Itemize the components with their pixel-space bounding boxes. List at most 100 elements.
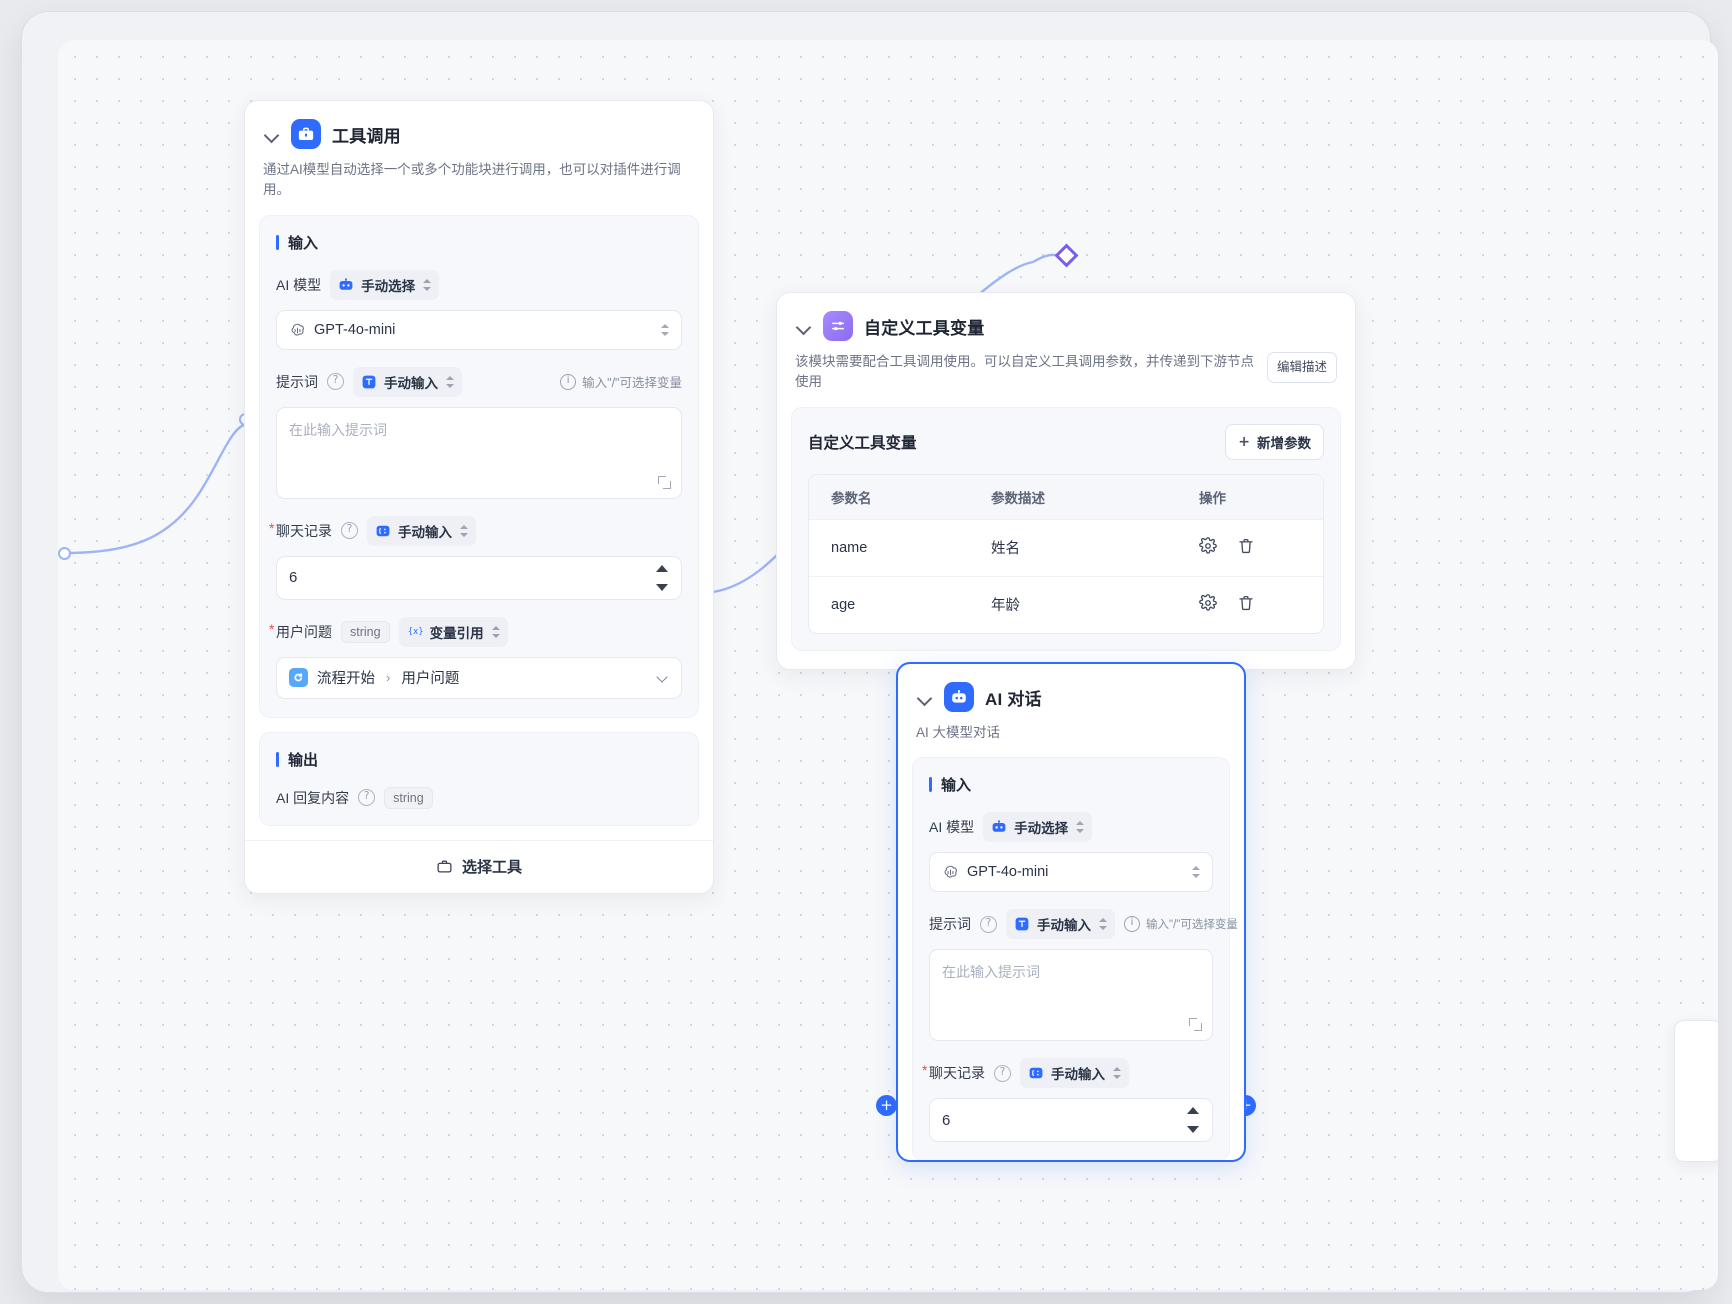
node-custom-tool-var-title: 自定义工具变量 (864, 318, 985, 338)
device-bezel: + + 工具调用 (22, 12, 1718, 1292)
field-prompt: 提示词 ? 手动输入 i 输入"/"可选择变量 (929, 909, 1238, 940)
text-input-icon (1014, 916, 1030, 932)
help-icon[interactable]: ? (341, 522, 358, 539)
node-tool-call-title: 工具调用 (332, 126, 401, 146)
custom-tool-var-panel: 自定义工具变量 + 新增参数 参数名 参数描述 操作 (791, 406, 1341, 651)
node-tool-call[interactable]: 工具调用 通过AI模型自动选择一个或多个功能块进行调用，也可以对插件进行调用。 … (244, 100, 714, 894)
ai-model-label: AI 模型 (276, 276, 322, 293)
trash-icon[interactable] (1237, 537, 1255, 559)
ai-model-value: GPT-4o-mini (314, 321, 396, 338)
model-chevron-updown-icon[interactable] (660, 323, 669, 337)
chat-history-number-input[interactable]: 6 (929, 1098, 1213, 1143)
user-question-mode-label: 变量引用 (429, 625, 484, 641)
briefcase-icon (291, 119, 321, 149)
tool-call-input-section: 输入 AI 模型 手动选择 (259, 214, 699, 718)
help-icon[interactable]: ? (980, 915, 997, 933)
node-custom-tool-var-header: 自定义工具变量 该模块需要配合工具调用使用。可以自定义工具调用参数，并传递到下游… (777, 293, 1355, 393)
chat-history-number-input[interactable]: 6 (276, 555, 682, 600)
info-icon: i (560, 373, 577, 390)
node-ai-chat[interactable]: AI 对话 AI 大模型对话 输入 AI 模型 (896, 662, 1246, 1162)
prompt-textarea[interactable]: 在此输入提示词 (929, 949, 1213, 1042)
param-desc-cell: 姓名 (991, 541, 1020, 557)
column-header-actions: 操作 (1199, 490, 1226, 506)
ai-reply-type-tag: string (384, 786, 433, 809)
edit-description-button[interactable]: 编辑描述 (1266, 352, 1337, 383)
info-icon: i (1124, 916, 1140, 933)
param-panel-title: 自定义工具变量 (808, 434, 917, 452)
sliders-icon (823, 311, 853, 341)
prompt-label: 提示词 (276, 373, 318, 390)
plus-icon: + (1238, 433, 1250, 450)
tool-call-output-section: 输出 AI 回复内容 ? string (259, 731, 699, 826)
prompt-mode-pill[interactable]: 手动输入 (1006, 909, 1115, 940)
node-custom-tool-variable[interactable]: 自定义工具变量 该模块需要配合工具调用使用。可以自定义工具调用参数，并传递到下游… (776, 292, 1356, 670)
section-accent-bar (276, 234, 279, 250)
edge-port-canvas-left[interactable] (58, 547, 71, 560)
field-chat-history: 聊天记录 ? 手动输入 (922, 1058, 1213, 1089)
section-accent-bar (929, 777, 932, 793)
prompt-textarea[interactable]: 在此输入提示词 (276, 406, 682, 499)
openai-icon (289, 322, 305, 338)
expand-icon[interactable] (1189, 1018, 1202, 1032)
ai-model-select[interactable]: GPT-4o-mini (929, 852, 1213, 893)
ai-reply-label: AI 回复内容 (276, 789, 350, 806)
chevron-updown-icon (1075, 820, 1085, 834)
right-floating-panel[interactable] (1674, 1020, 1718, 1162)
ai-model-mode-pill[interactable]: 手动选择 (330, 269, 440, 300)
column-header-param-name: 参数名 (831, 490, 872, 506)
collapse-chevron-icon[interactable] (795, 318, 812, 335)
ai-model-select[interactable]: GPT-4o-mini (276, 309, 682, 350)
help-icon[interactable]: ? (327, 373, 344, 390)
output-field-ai-reply: AI 回复内容 ? string (276, 786, 682, 809)
add-node-left-button[interactable]: + (876, 1095, 897, 1116)
column-header-param-desc: 参数描述 (991, 490, 1045, 506)
number-input-icon (1028, 1065, 1044, 1081)
chat-history-label: 聊天记录 (269, 520, 332, 541)
user-question-ref-source: 流程开始 (317, 671, 375, 687)
model-chevron-updown-icon[interactable] (1191, 865, 1200, 879)
robot-face-icon (944, 682, 974, 712)
user-question-variable-select[interactable]: 流程开始 › 用户问题 (276, 656, 682, 699)
gear-icon[interactable] (1199, 593, 1217, 616)
node-ai-chat-header: AI 对话 AI 大模型对话 (898, 664, 1244, 743)
expand-icon[interactable] (658, 475, 671, 489)
chat-history-mode-pill[interactable]: 手动输入 (1020, 1058, 1129, 1089)
chat-history-value: 6 (289, 569, 298, 586)
robot-icon (991, 819, 1007, 835)
prompt-mode-pill[interactable]: 手动输入 (353, 366, 462, 397)
collapse-chevron-icon[interactable] (263, 126, 280, 143)
number-stepper[interactable] (1186, 1107, 1200, 1134)
prompt-mode-label: 手动输入 (1037, 918, 1091, 934)
number-stepper[interactable] (655, 564, 669, 591)
ai-model-label: AI 模型 (929, 819, 975, 836)
trash-icon[interactable] (1237, 594, 1255, 616)
help-icon[interactable]: ? (358, 789, 376, 806)
chevron-updown-icon (491, 625, 500, 639)
ai-chat-input-section: 输入 AI 模型 手动选择 (912, 757, 1238, 1160)
prompt-placeholder: 在此输入提示词 (942, 964, 1040, 981)
help-icon[interactable]: ? (994, 1064, 1011, 1082)
breadcrumb-separator-icon: › (386, 670, 391, 685)
number-input-icon (375, 523, 391, 539)
chat-history-mode-pill[interactable]: 手动输入 (367, 515, 476, 546)
field-user-question: 用户问题 string {x} 变量引用 (269, 616, 682, 647)
node-tool-call-description: 通过AI模型自动选择一个或多个功能块进行调用，也可以对插件进行调用。 (263, 162, 681, 198)
add-parameter-button[interactable]: + 新增参数 (1225, 423, 1324, 460)
select-tool-button[interactable]: 选择工具 (245, 839, 713, 893)
table-row[interactable]: age 年龄 (809, 575, 1323, 633)
ai-model-mode-pill[interactable]: 手动选择 (983, 812, 1093, 843)
table-row[interactable]: name 姓名 (809, 518, 1323, 576)
gear-icon[interactable] (1199, 536, 1217, 559)
chat-history-value: 6 (942, 1111, 951, 1129)
chat-history-label: 聊天记录 (922, 1062, 985, 1083)
flow-start-icon (289, 668, 308, 687)
chevron-down-icon[interactable] (656, 671, 669, 684)
robot-icon (338, 277, 354, 293)
collapse-chevron-icon[interactable] (916, 689, 933, 706)
user-question-mode-pill[interactable]: {x} 变量引用 (398, 616, 508, 647)
text-input-icon (361, 374, 377, 390)
workflow-canvas[interactable]: + + 工具调用 (58, 40, 1718, 1290)
ai-model-mode-label: 手动选择 (1014, 821, 1069, 837)
parameters-table: 参数名 参数描述 操作 name 姓名 (808, 473, 1324, 634)
param-name-cell: age (831, 596, 856, 613)
